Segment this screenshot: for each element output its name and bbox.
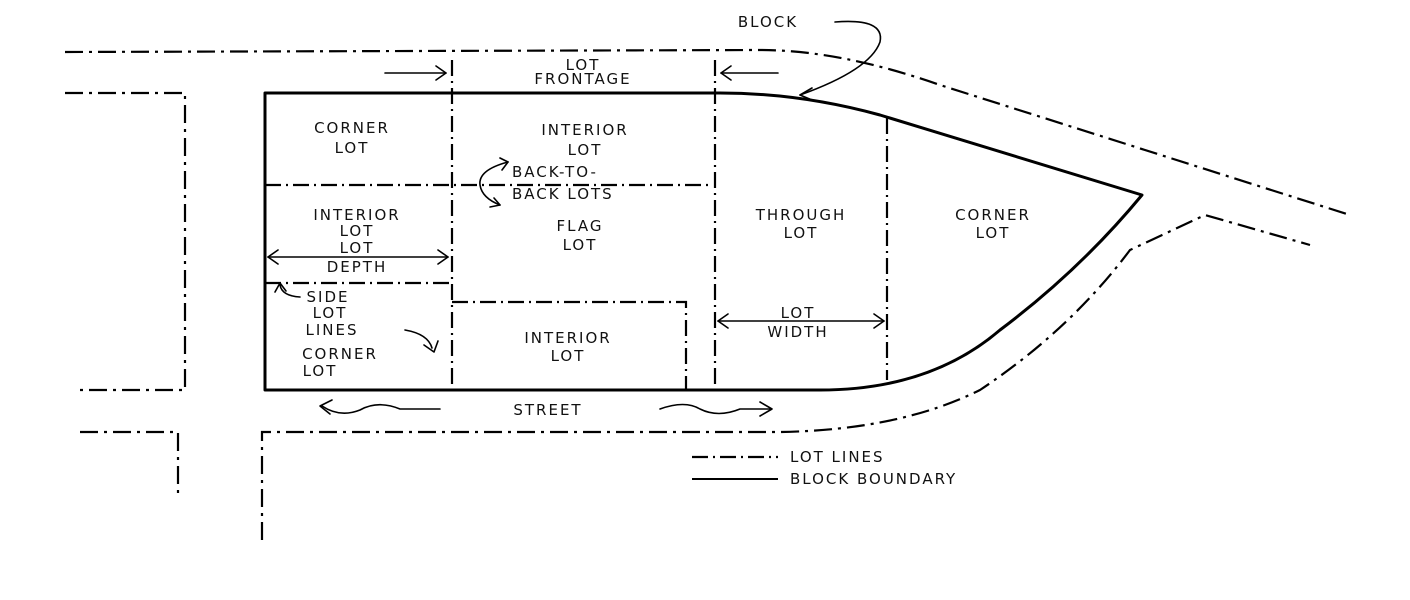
side-lines-arrow-bottom (404, 329, 433, 349)
side-lines-arrowhead-top (274, 282, 287, 293)
block-arrowhead (799, 87, 813, 101)
label-corner-lot-right-1: CORNER (955, 206, 1031, 224)
label-lot-width-2: WIDTH (767, 323, 828, 341)
bottom-road-edge (260, 213, 1311, 540)
label-corner-lot-bl-2: LOT (303, 362, 338, 380)
back-to-back-bracket (479, 161, 509, 206)
street-arrow-left (321, 403, 441, 414)
label-interior-lot-left-1: INTERIOR (313, 206, 400, 224)
label-corner-lot-bl-1: CORNER (302, 345, 378, 363)
label-flag-lot-2: LOT (563, 236, 598, 254)
label-interior-lot-bottom-2: LOT (551, 347, 586, 365)
street-arrowhead-right (759, 401, 773, 417)
label-side-lot-lines-3: LINES (305, 321, 358, 339)
label-interior-lot-top-1: INTERIOR (541, 121, 628, 139)
label-street: STREET (513, 401, 582, 419)
side-lines-arrow-top (279, 284, 301, 298)
street-arrow-right (659, 403, 771, 415)
width-arrowhead-left (717, 313, 729, 329)
label-lot-frontage-2: FRONTAGE (534, 70, 631, 88)
legend-block-boundary-label: BLOCK BOUNDARY (790, 470, 957, 488)
block-arrow (799, 20, 882, 96)
label-flag-lot-1: FLAG (557, 217, 604, 235)
label-through-lot-2: LOT (784, 224, 819, 242)
block-boundary (263, 91, 1144, 392)
back-to-back-arrowhead-top (499, 157, 509, 171)
road-lines (64, 48, 1351, 540)
label-side-lot-lines-2: LOT (313, 304, 348, 322)
label-corner-lot-tl-1: CORNER (314, 119, 390, 137)
label-corner-lot-right-2: LOT (976, 224, 1011, 242)
legend: LOT LINES BLOCK BOUNDARY (692, 448, 957, 488)
depth-arrowhead-right (437, 249, 449, 265)
label-side-lot-lines-1: SIDE (307, 288, 350, 306)
back-to-back-arrowhead-bottom (489, 197, 501, 208)
label-lot-width-1: LOT (781, 304, 816, 322)
label-lot-frontage-1: LOT (566, 56, 601, 74)
label-back-to-back-2: BACK LOTS (512, 185, 614, 203)
lot-lines (265, 60, 889, 390)
label-interior-lot-bottom-1: INTERIOR (524, 329, 611, 347)
width-arrowhead-right (873, 313, 885, 329)
frontage-arrowhead-right (720, 65, 732, 81)
diagram-labels: BLOCK LOT FRONTAGE CORNER LOT INTERIOR L… (302, 13, 1031, 419)
label-corner-lot-tl-2: LOT (335, 139, 370, 157)
flag-lot-line (452, 300, 688, 390)
depth-arrowhead-left (267, 249, 279, 265)
label-interior-lot-top-2: LOT (568, 141, 603, 159)
street-arrowhead-left (319, 399, 333, 415)
legend-lot-lines-label: LOT LINES (790, 448, 885, 466)
frontage-arrowhead-left (435, 65, 447, 81)
label-lot-depth-2: DEPTH (327, 258, 388, 276)
annotation-arrows (267, 20, 885, 417)
label-block: BLOCK (738, 13, 798, 31)
label-through-lot-1: THROUGH (755, 206, 847, 224)
left-road-edge-top (65, 91, 187, 392)
label-lot-depth-1: LOT (340, 239, 375, 257)
label-interior-lot-left-2: LOT (340, 222, 375, 240)
label-back-to-back-1: BACK-TO- (512, 163, 598, 181)
side-lines-arrowhead-bottom (423, 340, 439, 353)
left-road-edge-bottom (80, 430, 180, 495)
top-road-edge (64, 48, 1351, 217)
